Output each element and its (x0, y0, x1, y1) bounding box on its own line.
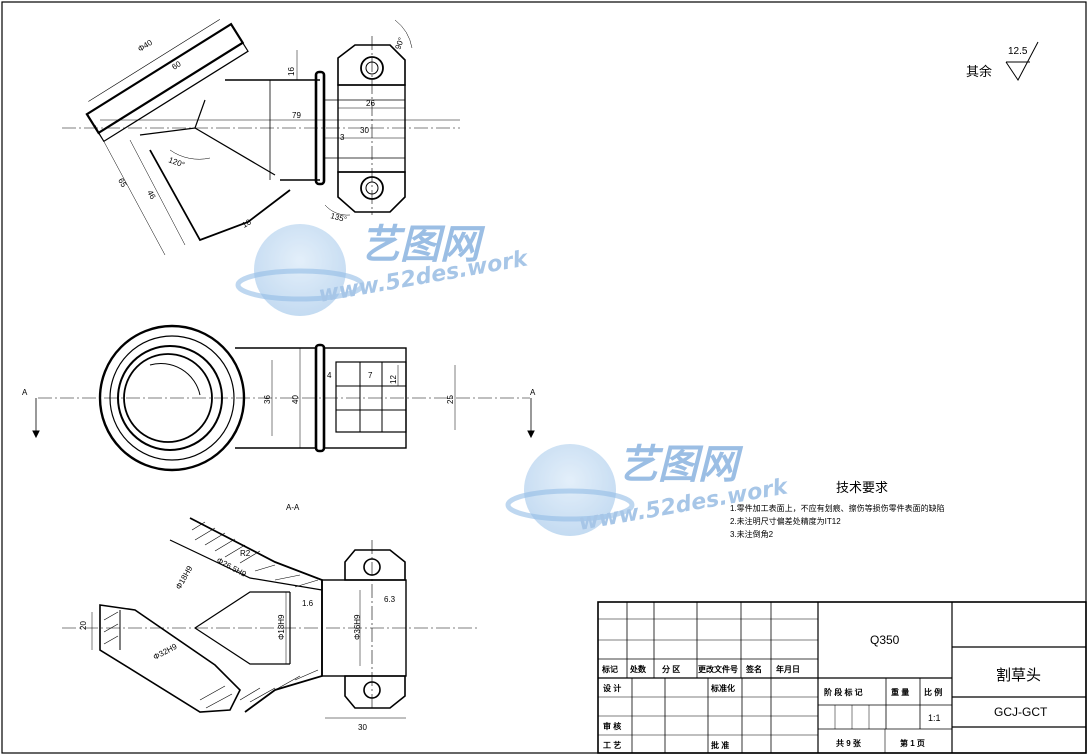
watermark-2-brand: 艺图网 (618, 442, 744, 488)
row-review: 审 核 (603, 721, 621, 731)
scale-value: 1:1 (928, 713, 941, 723)
row-approve: 批 准 (711, 740, 729, 750)
header-signature: 签名 (745, 664, 762, 674)
header-zone: 分 区 (662, 664, 680, 674)
dim-36: 36 (263, 395, 272, 404)
section-title: A-A (286, 503, 300, 512)
tech-requirement-1: 1.零件加工表面上，不应有划痕、擦伤等损伤零件表面的缺陷 (730, 503, 945, 513)
dim-79: 79 (292, 111, 301, 120)
dim-65: 65 (116, 177, 128, 190)
drawing-number: GCJ-GCT (994, 705, 1048, 719)
dim-16: 16 (287, 67, 296, 76)
tech-requirements-title: 技术要求 (836, 480, 888, 495)
dim-20: 20 (79, 621, 88, 630)
tech-requirements: 技术要求 1.零件加工表面上，不应有划痕、擦伤等损伤零件表面的缺陷 2.未注明尺… (730, 480, 945, 539)
section-marker-right: A (530, 388, 536, 397)
middle-view-labels: A A 4 7 12 36 40 25 A-A (22, 371, 536, 512)
surface-finish-value: 12.5 (1008, 46, 1028, 57)
dim-d26-5h9: Φ26.5H9 (215, 556, 248, 579)
dim-d18h9-a: Φ18H9 (277, 614, 286, 640)
row-process: 工 艺 (603, 740, 621, 750)
finish-1-6: 1.6 (302, 599, 314, 608)
dim-4: 4 (327, 371, 332, 380)
part-name: 割草头 (996, 667, 1041, 684)
sheet-count: 共 9 张 (836, 738, 862, 748)
section-view-dims: Φ26.5H9 R2 Φ36H9 Φ18H9 Φ18H9 1.6 6.3 20 … (79, 549, 396, 732)
page-number: 第 1 页 (900, 738, 925, 748)
dim-12: 12 (389, 375, 398, 384)
section-hatching (103, 521, 319, 709)
top-view (62, 19, 460, 256)
header-change-doc: 更改文件号 (698, 664, 738, 674)
section-marker-left: A (22, 388, 28, 397)
weight-header: 重 量 (891, 687, 909, 697)
watermark-1-brand: 艺图网 (360, 222, 486, 268)
tech-requirement-3: 3.未注倒角2 (730, 529, 774, 539)
dim-7: 7 (368, 371, 373, 380)
dim-26: 26 (366, 99, 375, 108)
title-block (597, 601, 1087, 754)
header-date: 年月日 (776, 664, 800, 674)
dim-120deg: 120° (167, 155, 186, 169)
stage-header: 阶 段 标 记 (824, 687, 863, 697)
title-block-text: Q350 割草头 GCJ-GCT 1:1 标记 处数 分 区 更改文件号 签名 … (601, 633, 1048, 750)
watermark-1: 艺图网 www.52des.work (235, 222, 531, 316)
surface-finish-label: 其余 (966, 64, 992, 79)
dim-46: 46 (145, 189, 157, 202)
dim-3: 3 (340, 133, 345, 142)
finish-6-3: 6.3 (384, 595, 396, 604)
dim-d32h9: Φ32H9 (152, 642, 179, 662)
dim-r2: R2 (240, 549, 251, 558)
material-label: Q350 (870, 633, 900, 647)
dim-d36h9: Φ36H9 (353, 614, 362, 640)
dim-d18h9-b: Φ18H9 (174, 564, 195, 591)
dim-25: 25 (446, 395, 455, 404)
section-view (62, 517, 480, 719)
dim-90deg: 90° (393, 36, 406, 50)
row-standardization: 标准化 (710, 683, 735, 693)
header-mark: 标记 (601, 664, 618, 674)
dim-d40: Φ40 (136, 38, 154, 54)
dim-30: 30 (360, 126, 369, 135)
middle-view (32, 324, 535, 472)
dim-30-bottom: 30 (358, 723, 367, 732)
dim-40: 40 (291, 395, 300, 404)
tech-requirement-2: 2.未注明尺寸偏差处精度为IT12 (730, 516, 841, 526)
dim-135deg: 135° (329, 211, 347, 224)
header-count: 处数 (629, 664, 647, 674)
surface-finish-symbol: 其余 12.5 (966, 41, 1039, 81)
row-design: 设 计 (603, 683, 621, 693)
scale-header: 比 例 (924, 687, 942, 697)
